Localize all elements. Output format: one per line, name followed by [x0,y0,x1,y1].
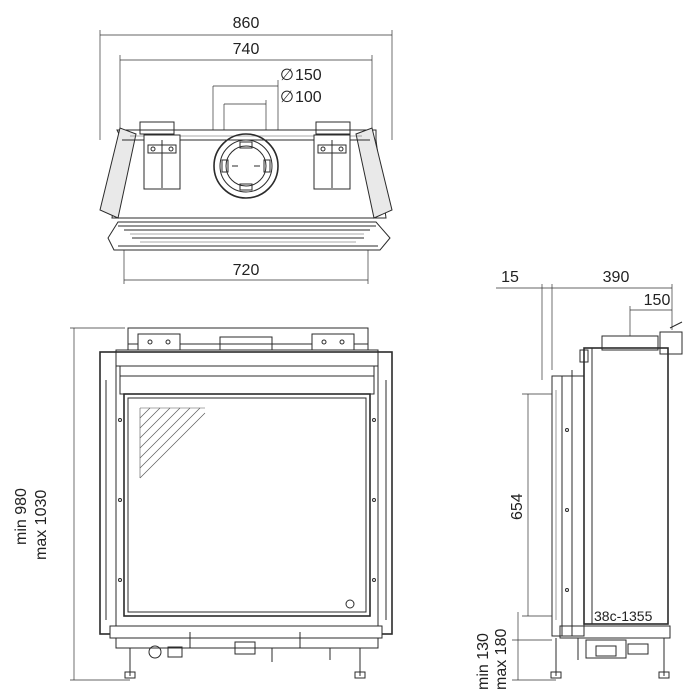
front-legs [124,648,366,679]
glass-panel [123,393,371,617]
left-flap [99,127,137,219]
top-view: 860 740 ∅ 150 ∅ 100 [99,15,393,284]
dimension-720: 720 [123,250,369,284]
glass-reflection-hatch [139,407,206,479]
dim-leg-max-label: max 180 [493,629,510,690]
right-flap [355,127,393,219]
model-code: 38c-1355 [594,608,653,624]
dim-inner-width-label: 740 [233,41,260,58]
dim-offset-label: 15 [501,269,519,286]
gas-valve [148,645,162,659]
dim-leg-min-label: min 130 [475,633,492,690]
dim-base-width-label: 720 [233,262,260,279]
dimension-flue-100: ∅ 100 [223,89,322,135]
dimension-15-390: 15 390 [496,269,673,380]
dimension-150-side: 150 [629,292,672,336]
side-view: 15 390 150 654 38c-1355 [475,269,683,690]
front-view: min 980 max 1030 [13,327,393,681]
dim-height-min-label: min 980 [13,488,30,545]
diameter-symbol: ∅ [280,89,294,106]
dim-height-max-label: max 1030 [33,490,50,560]
dim-overall-width-label: 860 [233,15,260,32]
dim-depth-label: 390 [603,269,630,286]
dimension-legs: min 130 max 180 [475,612,556,690]
dim-top-depth-label: 150 [644,292,671,309]
dim-flue-inner-label: 100 [295,89,322,106]
dimension-740: 740 [119,41,373,128]
flue-collar [213,133,279,199]
base-tray [107,221,391,251]
diameter-symbol: ∅ [280,67,294,84]
front-base [109,625,383,639]
right-bracket [313,134,351,190]
side-main-body [583,347,669,625]
side-front-frame [551,375,585,637]
dimension-654: 654 [509,393,552,617]
side-legs [550,638,670,679]
dim-flue-outer-label: 150 [295,67,322,84]
left-bracket [143,134,181,190]
dimension-height: min 980 max 1030 [13,327,130,681]
dim-glass-height-label: 654 [509,493,526,520]
dimension-860: 860 [99,15,393,140]
dimension-flue-150: ∅ 150 [212,67,322,135]
